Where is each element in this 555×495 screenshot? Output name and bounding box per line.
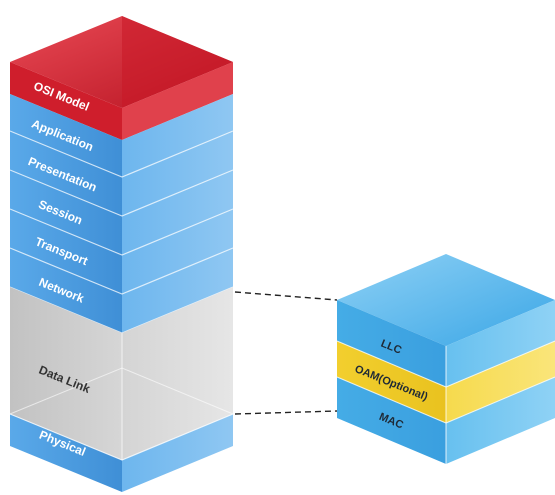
- osi-blue-left-face: [10, 94, 122, 333]
- connector-bottom-dashed: [234, 410, 338, 415]
- osi-model-left-face: [10, 62, 122, 140]
- physical-right-face: [122, 414, 233, 492]
- cube-layer-separators: [336, 340, 555, 464]
- llc-left-face: [337, 300, 446, 387]
- physical-left-face: [10, 414, 122, 492]
- mac-right-face: [446, 377, 555, 464]
- osi-top-face-shade: [122, 16, 233, 108]
- datalink-right-face: [122, 287, 233, 460]
- datalink-left-face: [10, 287, 122, 460]
- mac-left-face: [337, 377, 446, 464]
- osi-model-right-face: [122, 62, 233, 140]
- oam-right-face: [446, 341, 555, 423]
- physical-top-edge: [9, 413, 234, 461]
- oam-left-face: [337, 341, 446, 423]
- connector-top-dashed: [234, 291, 338, 301]
- osi-blue-right-face: [122, 94, 233, 333]
- llc-right-face: [446, 300, 555, 387]
